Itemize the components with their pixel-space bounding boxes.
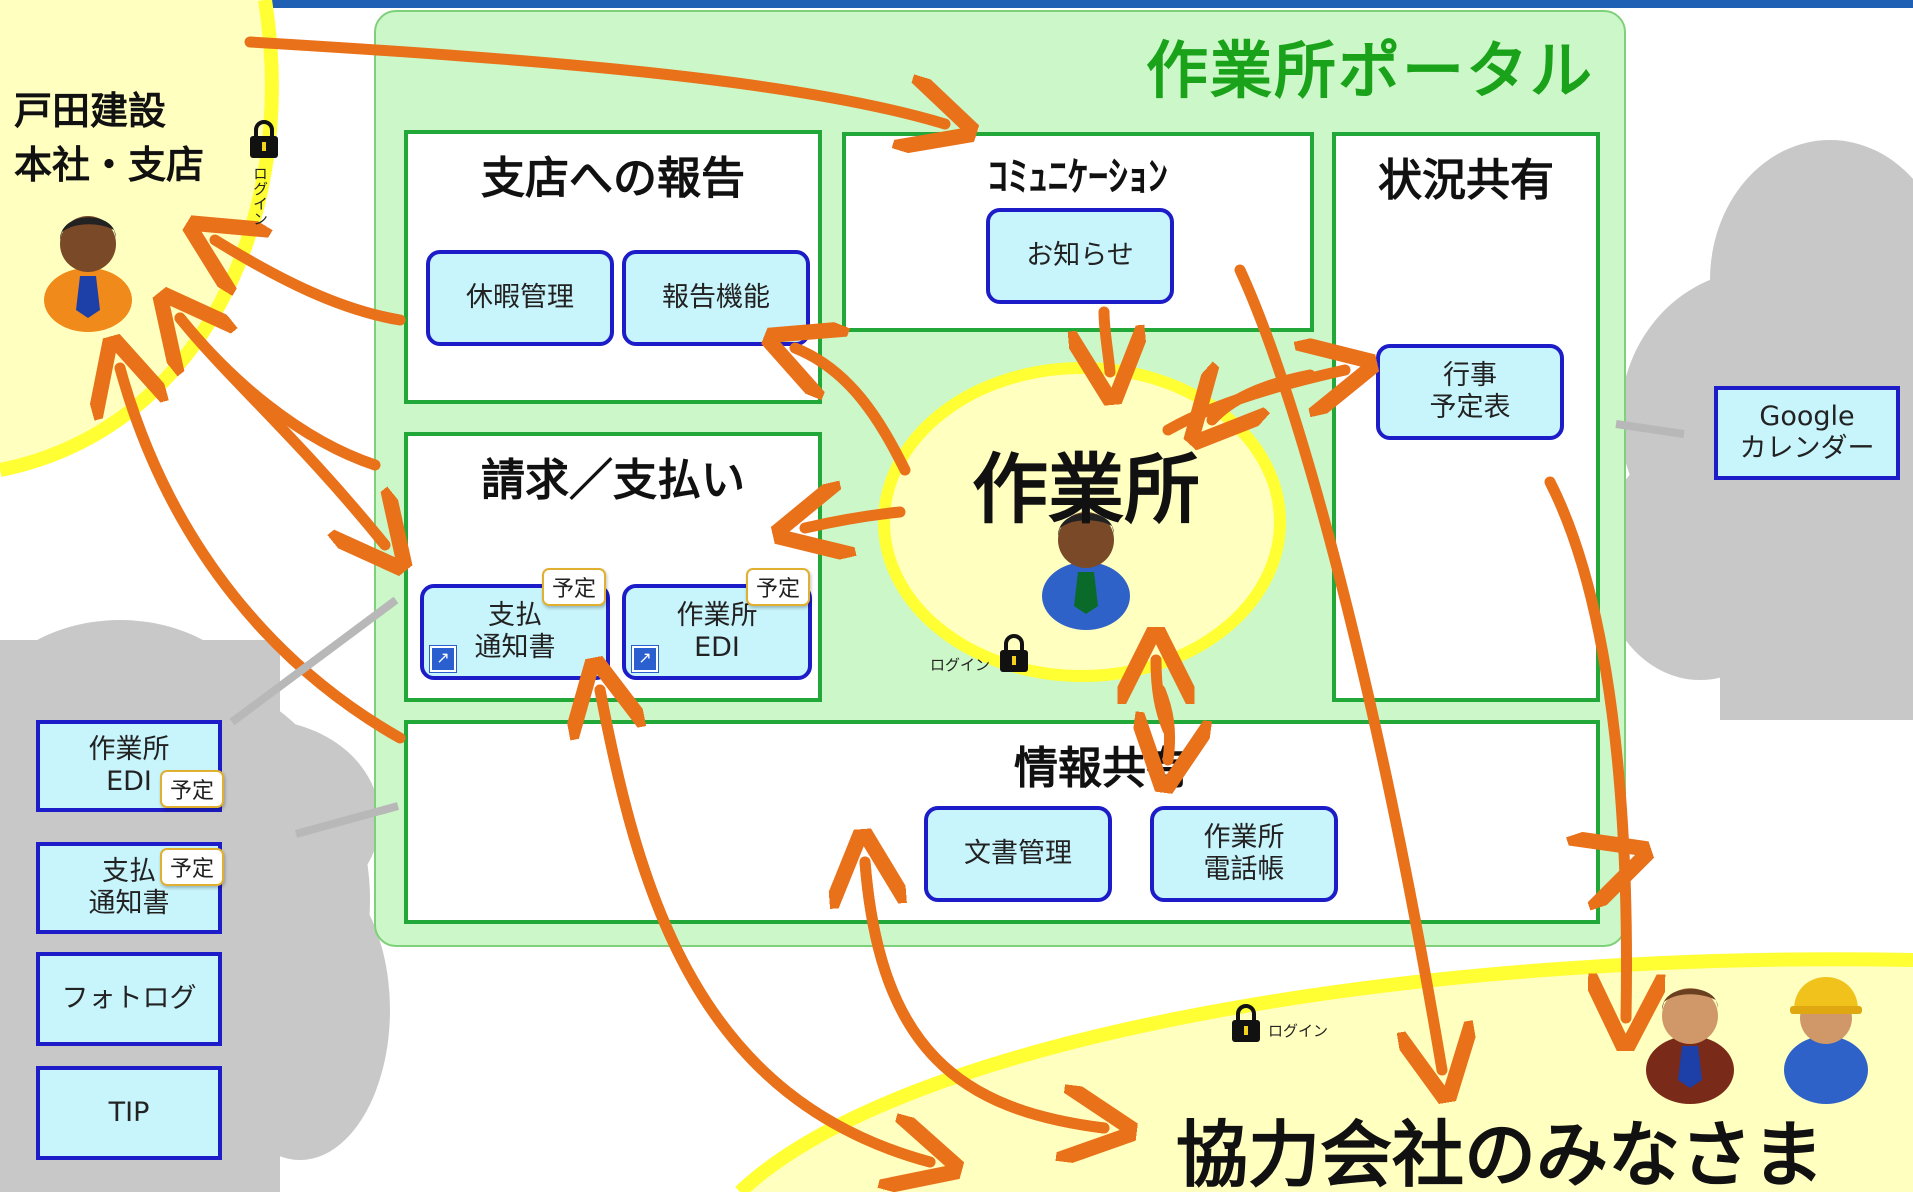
billing-panel: 請求／支払い 支払 通知書 ↗ 予定 作業所 EDI ↗ 予定 bbox=[404, 432, 822, 702]
tip-box[interactable]: TIP bbox=[36, 1066, 222, 1160]
google-calendar-box[interactable]: Google カレンダー bbox=[1714, 386, 1900, 480]
billing-panel-title: 請求／支払い bbox=[481, 455, 745, 506]
info-share-panel: 情報共有 文書管理 作業所 電話帳 bbox=[404, 720, 1600, 924]
portal-title: 作業所ポータル bbox=[1145, 34, 1594, 107]
cloud-right bbox=[1600, 140, 1913, 720]
communication-panel: ｺﾐｭﾆｹｰｼｮﾝ お知らせ bbox=[842, 132, 1314, 332]
top-bar bbox=[0, 0, 1913, 8]
status-share-panel-title: 状況共有 bbox=[1378, 155, 1554, 206]
notice-button[interactable]: お知らせ bbox=[986, 208, 1174, 304]
report-panel: 支店への報告 休暇管理 報告機能 bbox=[404, 130, 822, 404]
planned-badge: 予定 bbox=[542, 568, 607, 606]
shortcut-icon: ↗ bbox=[430, 646, 456, 672]
toda-area bbox=[0, 0, 279, 477]
document-management-button[interactable]: 文書管理 bbox=[924, 806, 1112, 902]
toda-login-label: ログイン bbox=[251, 166, 269, 226]
info-share-panel-title: 情報共有 bbox=[1014, 743, 1190, 794]
partners-login-label: ログイン bbox=[1268, 1022, 1329, 1040]
planned-badge: 予定 bbox=[746, 568, 811, 606]
left-payment-notice-box[interactable]: 支払 通知書 bbox=[36, 842, 222, 934]
communication-panel-title: ｺﾐｭﾆｹｰｼｮﾝ bbox=[988, 154, 1168, 200]
partners-label: 協力会社のみなさま bbox=[1176, 1113, 1825, 1197]
leave-management-button[interactable]: 休暇管理 bbox=[426, 250, 614, 346]
toda-label: 戸田建設 本社・支店 bbox=[14, 89, 205, 187]
site-phonebook-button[interactable]: 作業所 電話帳 bbox=[1150, 806, 1338, 902]
planned-badge: 予定 bbox=[160, 770, 225, 808]
status-share-panel: 状況共有 行事 予定表 bbox=[1332, 132, 1600, 702]
report-function-button[interactable]: 報告機能 bbox=[622, 250, 810, 346]
planned-badge: 予定 bbox=[160, 848, 225, 886]
report-panel-title: 支店への報告 bbox=[481, 153, 745, 204]
photolog-box[interactable]: フォトログ bbox=[36, 952, 222, 1046]
event-schedule-button[interactable]: 行事 予定表 bbox=[1376, 344, 1564, 440]
site-label: 作業所 bbox=[972, 445, 1200, 534]
site-login-label: ログイン bbox=[930, 656, 991, 674]
shortcut-icon: ↗ bbox=[632, 646, 658, 672]
